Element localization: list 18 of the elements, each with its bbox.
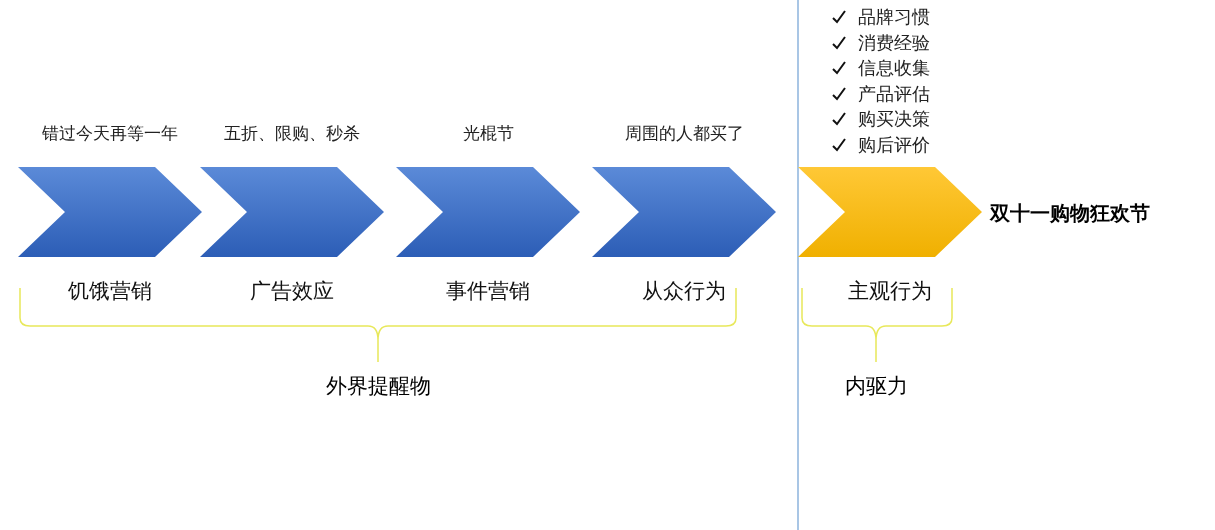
checklist-item: 购买决策 (858, 108, 930, 129)
group-label: 内驱力 (843, 373, 909, 400)
step-caption: 五折、限购、秒杀 (223, 122, 361, 145)
step-label: 从众行为 (641, 278, 727, 305)
step-label: 事件营销 (445, 278, 531, 305)
step-caption: 光棍节 (461, 122, 515, 145)
step-caption: 错过今天再等一年 (41, 122, 179, 145)
step-label: 主观行为 (847, 278, 933, 305)
checklist-item: 购后评价 (858, 133, 930, 155)
checklist-item: 信息收集 (858, 57, 930, 78)
step-caption: 周围的人都买了 (623, 122, 745, 145)
group-label: 外界提醒物 (324, 373, 432, 400)
checklist-item: 品牌习惯 (858, 6, 930, 27)
checklist-item: 消费经验 (858, 31, 930, 53)
checklist-item: 产品评估 (858, 82, 930, 104)
step-label: 饥饿营销 (67, 278, 153, 305)
step-label: 广告效应 (249, 278, 335, 305)
goal-label: 双十一购物狂欢节 (990, 200, 1150, 227)
